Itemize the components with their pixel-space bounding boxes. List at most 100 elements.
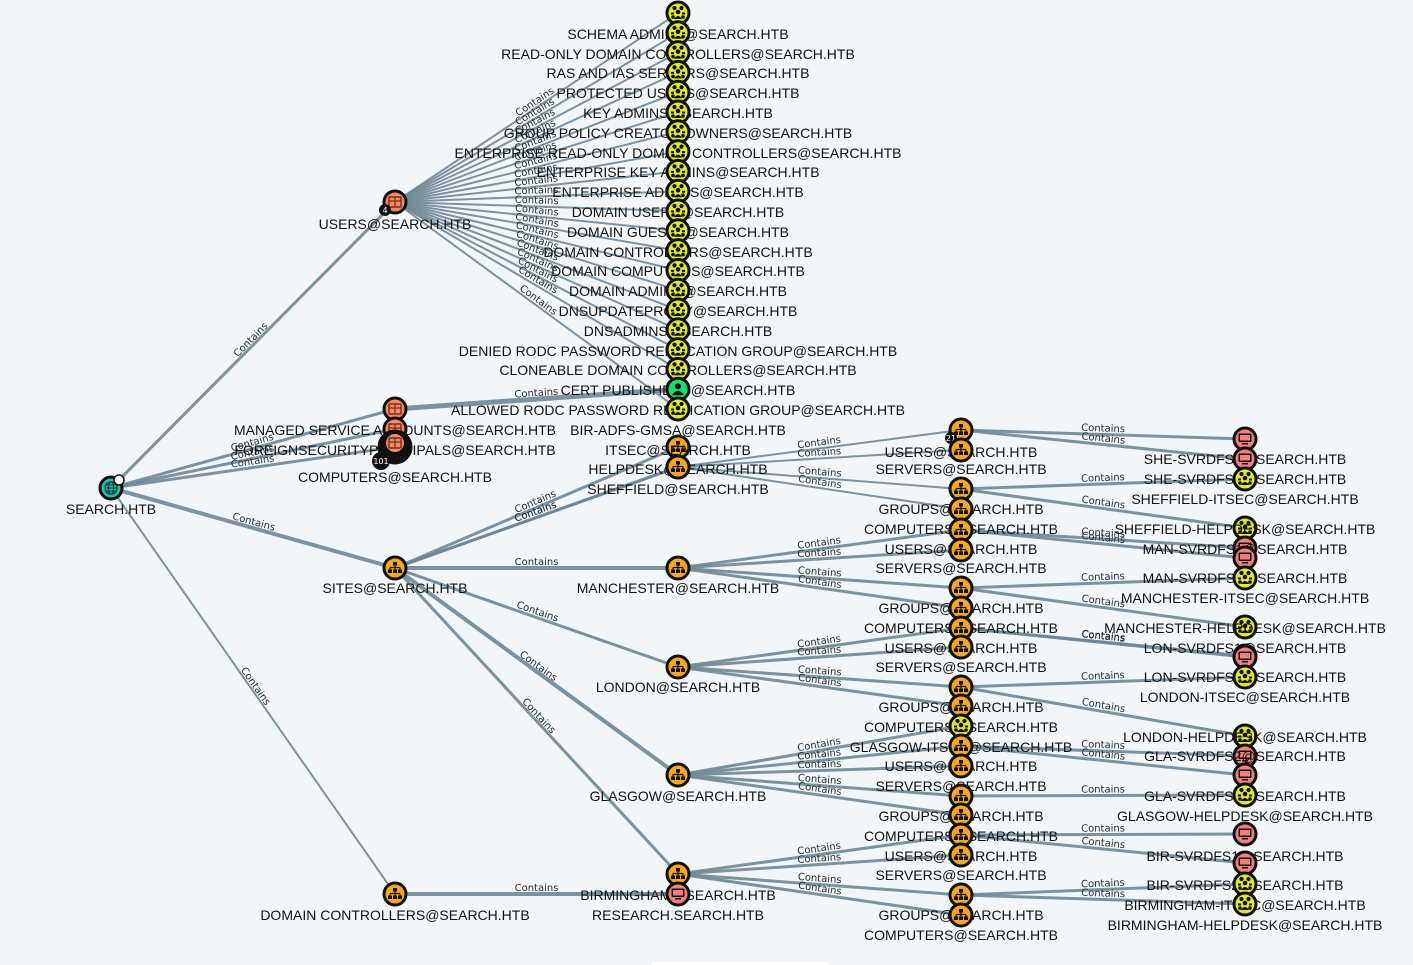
node-r4[interactable]: SHEFFIELD-HELPDESK@SEARCH.HTB xyxy=(1115,515,1376,541)
contains-edge[interactable] xyxy=(677,645,962,669)
contains-edge[interactable] xyxy=(394,201,679,292)
contains-edge[interactable] xyxy=(394,71,679,203)
contains-edge[interactable] xyxy=(960,685,1246,738)
contains-edge[interactable] xyxy=(960,675,1246,689)
node-dc_ou[interactable]: DOMAIN CONTROLLERS@SEARCH.HTB xyxy=(260,881,530,923)
contains-edge[interactable] xyxy=(394,170,679,203)
node-r19[interactable]: BIRMINGHAM-HELPDESK@SEARCH.HTB xyxy=(1108,891,1383,933)
node-b_computers[interactable]: COMPUTERS@SEARCH.HTB xyxy=(864,902,1058,943)
contains-edge[interactable] xyxy=(677,548,962,570)
node-m_servers[interactable]: SERVERS@SEARCH.HTB xyxy=(875,537,1047,576)
contains-edge[interactable] xyxy=(677,665,962,689)
contains-edge[interactable] xyxy=(394,31,679,203)
contains-edge[interactable] xyxy=(960,882,1246,897)
contains-edge[interactable] xyxy=(677,449,962,468)
contains-edge[interactable] xyxy=(677,872,962,917)
contains-edge[interactable] xyxy=(394,566,679,669)
node-r7[interactable]: MANCHESTER-ITSEC@SEARCH.HTB xyxy=(1121,565,1369,606)
node-l_servers[interactable]: SERVERS@SEARCH.HTB xyxy=(875,634,1047,675)
contains-edge[interactable] xyxy=(677,773,962,798)
contains-edge[interactable] xyxy=(960,793,1246,798)
edge-label-contains: Contains xyxy=(515,600,560,625)
contains-edge[interactable] xyxy=(677,566,962,590)
node-r15[interactable]: GLASGOW-HELPDESK@SEARCH.HTB xyxy=(1117,782,1373,824)
contains-edge[interactable] xyxy=(394,201,679,351)
node-r8[interactable]: MANCHESTER-HELPDESK@SEARCH.HTB xyxy=(1104,614,1386,640)
contains-edge[interactable] xyxy=(960,576,1246,590)
contains-edge[interactable] xyxy=(960,832,1246,837)
contains-edge[interactable] xyxy=(393,566,680,876)
contains-edge[interactable] xyxy=(677,429,962,468)
node-domain[interactable]: SEARCH.HTB xyxy=(66,474,156,517)
contains-edge[interactable] xyxy=(677,724,962,777)
contains-edge[interactable] xyxy=(677,764,962,777)
node-r13[interactable]: GLA-SVRDFS2@SEARCH.HTB xyxy=(1144,743,1346,769)
node-sites[interactable]: SITES@SEARCH.HTB xyxy=(323,555,468,596)
contains-edge[interactable] xyxy=(677,626,962,669)
contains-edge[interactable] xyxy=(393,566,680,777)
contains-edge[interactable] xyxy=(394,51,679,203)
contains-edge[interactable] xyxy=(677,466,962,510)
contains-edge[interactable] xyxy=(960,477,1246,491)
contains-edge[interactable] xyxy=(394,465,679,570)
contains-edge[interactable] xyxy=(394,201,679,252)
contains-edge[interactable] xyxy=(677,872,962,897)
contains-edge[interactable] xyxy=(110,487,396,895)
contains-edge[interactable] xyxy=(394,386,679,412)
contains-edge[interactable] xyxy=(677,466,962,490)
edge-label-contains: Contains xyxy=(797,747,842,762)
contains-edge[interactable] xyxy=(960,528,1246,550)
contains-edge[interactable] xyxy=(677,833,962,876)
contains-edge[interactable] xyxy=(394,91,679,203)
node-b_servers[interactable]: SERVERS@SEARCH.HTB xyxy=(875,842,1047,883)
contains-edge[interactable] xyxy=(960,744,1246,758)
contains-edge[interactable] xyxy=(110,486,396,570)
contains-edge[interactable] xyxy=(394,130,679,203)
contains-edge[interactable] xyxy=(960,428,1246,441)
contains-edge[interactable] xyxy=(394,201,679,212)
node-sheffield[interactable]: SHEFFIELD@SEARCH.HTB xyxy=(587,454,769,497)
node-g21[interactable]: BIR-ADFS-GMSA@SEARCH.HTB xyxy=(570,396,786,438)
node-glasgow[interactable]: GLASGOW@SEARCH.HTB xyxy=(590,762,767,804)
node-r12[interactable]: LONDON-HELPDESK@SEARCH.HTB xyxy=(1123,723,1367,749)
node-s_servers[interactable]: SERVERS@SEARCH.HTB xyxy=(875,437,1047,477)
contains-edge[interactable] xyxy=(960,893,1246,906)
contains-edge[interactable] xyxy=(394,445,679,570)
contains-edge[interactable] xyxy=(394,201,679,331)
contains-edge[interactable] xyxy=(677,566,962,610)
contains-edge[interactable] xyxy=(394,12,679,203)
node-r3[interactable]: SHEFFIELD-ITSEC@SEARCH.HTB xyxy=(1131,466,1359,507)
contains-edge[interactable] xyxy=(677,853,962,876)
contains-edge[interactable] xyxy=(110,445,396,490)
contains-edge[interactable] xyxy=(110,427,396,490)
contains-edge[interactable] xyxy=(394,190,679,203)
contains-edge[interactable] xyxy=(394,201,679,311)
contains-edge[interactable] xyxy=(394,150,679,203)
contains-edge[interactable] xyxy=(394,201,679,371)
node-research[interactable]: RESEARCH.SEARCH.HTB xyxy=(592,881,764,923)
contains-edge[interactable] xyxy=(960,487,1246,530)
contains-edge[interactable] xyxy=(960,744,1246,777)
node-r11[interactable]: LONDON-ITSEC@SEARCH.HTB xyxy=(1140,664,1350,705)
node-london[interactable]: LONDON@SEARCH.HTB xyxy=(596,654,760,695)
contains-edge[interactable] xyxy=(677,773,962,817)
contains-edge[interactable] xyxy=(677,744,962,777)
contains-edge[interactable] xyxy=(109,200,397,490)
contains-edge[interactable] xyxy=(960,626,1246,659)
contains-edge[interactable] xyxy=(677,665,962,708)
contains-edge[interactable] xyxy=(394,201,679,272)
contains-edge[interactable] xyxy=(677,528,962,570)
contains-edge[interactable] xyxy=(394,111,679,203)
contains-edge[interactable] xyxy=(960,586,1246,629)
contains-edge[interactable] xyxy=(394,201,679,410)
node-manchester[interactable]: MANCHESTER@SEARCH.HTB xyxy=(577,555,779,596)
contains-edge[interactable] xyxy=(394,201,679,232)
contains-edge[interactable] xyxy=(960,528,1246,560)
contains-edge[interactable] xyxy=(960,833,1246,865)
contains-edge[interactable] xyxy=(110,407,396,490)
node-itsec[interactable]: ITSEC@SEARCH.HTB xyxy=(605,434,751,460)
contains-edge[interactable] xyxy=(960,428,1246,461)
